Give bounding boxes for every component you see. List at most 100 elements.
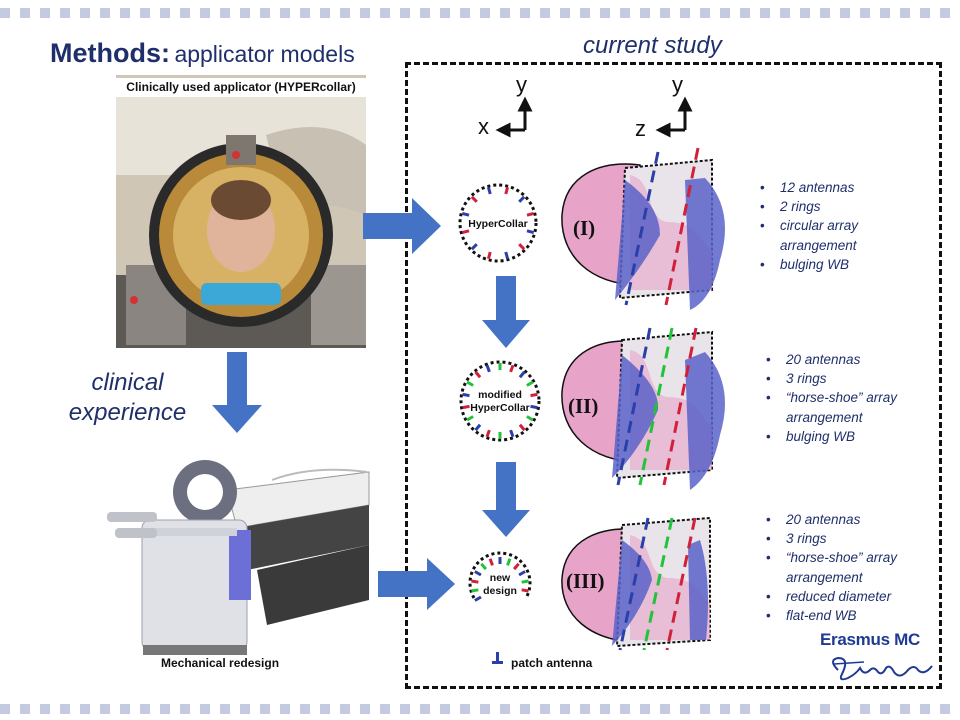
antenna-mark	[480, 562, 488, 571]
antenna-mark	[461, 229, 470, 235]
numeral-I: (I)	[573, 216, 595, 240]
ring-label-new-line1: new	[490, 572, 511, 584]
arrow-to-hypercollar	[363, 198, 441, 254]
bullet: “horse-shoe” array arrangement	[764, 388, 934, 426]
antenna-mark	[471, 588, 479, 593]
current-study-frame	[405, 62, 942, 689]
antenna-mark	[471, 579, 479, 584]
antenna-mark	[470, 195, 478, 203]
arrow-redesign-to-new	[378, 558, 455, 610]
slide-title: Methods: applicator models	[50, 38, 355, 69]
antenna-mark	[466, 380, 474, 387]
y-axis-label-2: y	[672, 72, 683, 97]
antenna-mark	[509, 429, 515, 438]
antenna-mark	[518, 370, 526, 379]
antenna-mark	[526, 380, 534, 387]
design-III-bullets: 20 antennas 3 rings “horse-shoe” array a…	[764, 510, 934, 625]
hypercollar-caption: Clinically used applicator (HYPERcollar)	[116, 78, 366, 97]
side-view-III: (III)	[561, 516, 711, 651]
ring-modified-hypercollar: modified HyperCollar	[459, 360, 541, 442]
design-II-bullets: 20 antennas 3 rings “horse-shoe” array a…	[764, 350, 934, 446]
bullet: circular array arrangement	[758, 216, 928, 254]
x-axis-label: x	[478, 114, 489, 139]
antenna-mark	[461, 211, 470, 217]
clinical-experience-label: clinical experience	[55, 368, 200, 428]
ring-label-modified-line1: modified	[478, 389, 522, 401]
side-view-II: (II)	[561, 327, 725, 490]
top-dot-border	[0, 8, 960, 18]
antenna-mark	[518, 243, 526, 251]
arrow-to-redesign	[212, 352, 262, 433]
antenna-mark	[530, 392, 538, 398]
arrow-to-modified	[482, 276, 530, 348]
erasmus-mc-logo: Erasmus MC	[820, 630, 940, 688]
antenna-mark	[506, 558, 512, 566]
zy-axes	[655, 96, 693, 138]
arrow-to-new-design	[482, 462, 530, 537]
side-view-I: (I)	[561, 147, 725, 310]
title-bold: Methods:	[50, 38, 170, 68]
redesign-caption: Mechanical redesign	[161, 656, 280, 670]
antenna-mark	[526, 211, 535, 217]
hypercollar-photo: Clinically used applicator (HYPERcollar)	[116, 75, 366, 348]
antenna-mark	[486, 251, 492, 260]
antenna-mark	[518, 423, 526, 432]
antenna-mark	[485, 364, 491, 373]
antenna-mark	[466, 415, 474, 422]
antenna-mark	[470, 243, 478, 251]
bullet: flat-end WB	[764, 606, 934, 625]
antenna-mark	[474, 595, 482, 602]
numeral-II: (II)	[568, 394, 598, 418]
antenna-mark	[512, 562, 520, 571]
bullet: 2 rings	[758, 197, 928, 216]
logo-signature	[832, 656, 933, 681]
antenna-mark	[488, 558, 494, 566]
current-study-label: current study	[583, 32, 722, 59]
antenna-mark	[462, 392, 470, 398]
numeral-III: (III)	[566, 569, 605, 593]
antenna-mark	[504, 186, 510, 195]
bullet: 3 rings	[764, 529, 934, 548]
bottom-dot-border	[0, 704, 960, 714]
antenna-mark	[526, 415, 534, 422]
antenna-mark	[530, 404, 538, 410]
antenna-mark	[521, 579, 529, 584]
ring-new-design: new design	[468, 551, 532, 602]
bullet: 12 antennas	[758, 178, 928, 197]
z-axis-label: z	[635, 116, 646, 141]
redesign-illustration	[107, 450, 375, 675]
y-axis-label-1: y	[516, 72, 527, 97]
logo-text: Erasmus MC	[820, 630, 920, 649]
bullet: 20 antennas	[764, 510, 934, 529]
xy-axes	[495, 96, 533, 138]
antenna-mark	[474, 423, 482, 432]
hypercollar-illustration	[116, 75, 366, 348]
legend-label: patch antenna	[511, 656, 593, 670]
antenna-mark	[518, 570, 526, 577]
antenna-mark	[518, 195, 526, 203]
antenna-mark	[526, 229, 535, 235]
antenna-mark	[485, 429, 491, 438]
bullet: bulging WB	[764, 427, 934, 446]
ring-label-modified-line2: HyperCollar	[470, 402, 530, 414]
clinical-line-1: clinical	[91, 369, 164, 396]
ring-label-new-line2: design	[483, 585, 517, 597]
antenna-mark	[486, 186, 492, 195]
antenna-mark	[474, 370, 482, 379]
antenna-mark	[521, 588, 529, 593]
ring-label-hypercollar: HyperCollar	[468, 218, 528, 230]
antenna-mark	[462, 404, 470, 410]
bullet: bulging WB	[758, 255, 928, 274]
clinical-line-2: experience	[68, 399, 187, 426]
ring-hypercollar: HyperCollar	[458, 183, 538, 263]
antenna-mark	[509, 364, 515, 373]
antenna-mark	[474, 570, 482, 577]
bullet: 3 rings	[764, 369, 934, 388]
bullet: “horse-shoe” array arrangement	[764, 548, 934, 586]
title-rest: applicator models	[174, 41, 355, 67]
bullet: reduced diameter	[764, 587, 934, 606]
bullet: 20 antennas	[764, 350, 934, 369]
antenna-mark	[504, 251, 510, 260]
mechanical-redesign-photo: Mechanical redesign	[107, 450, 375, 675]
